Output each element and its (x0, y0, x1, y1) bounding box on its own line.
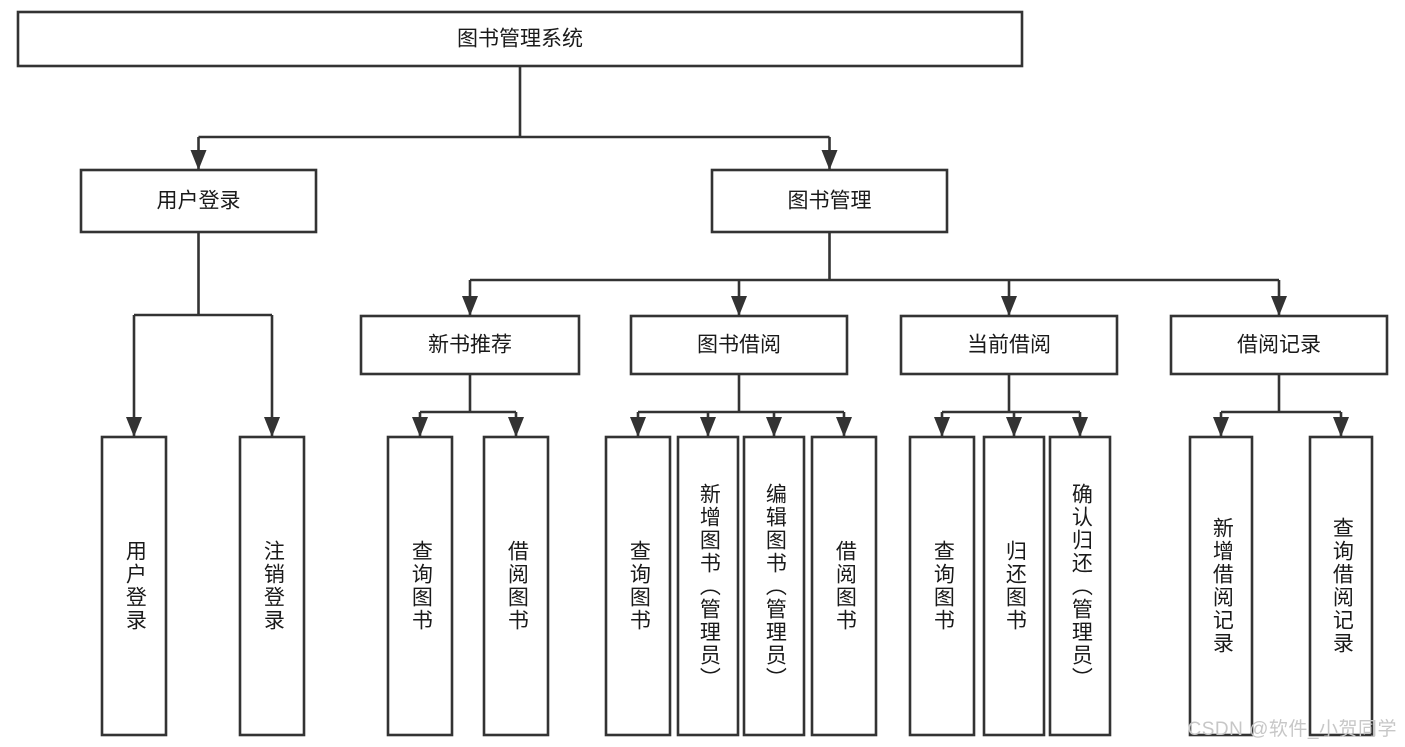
node-label-user-login: 用户登录 (157, 190, 241, 213)
node-box-leaf-user-login[interactable] (100, 435, 168, 737)
node-box-leaf-query-record[interactable] (1308, 435, 1374, 737)
node-box-leaf-return-book[interactable] (982, 435, 1046, 737)
node-label-new-book-recommend: 新书推荐 (428, 334, 512, 357)
node-box-current-borrow[interactable] (899, 314, 1119, 376)
node-box-root[interactable] (16, 10, 1024, 68)
node-box-leaf-query-book-3[interactable] (908, 435, 976, 737)
node-box-leaf-borrow-book-1[interactable] (482, 435, 550, 737)
arrow-head (731, 296, 747, 316)
arrow-head (190, 150, 207, 170)
node-box-leaf-add-record[interactable] (1188, 435, 1254, 737)
node-box-book-manage[interactable] (710, 168, 949, 234)
node-box-book-borrow[interactable] (629, 314, 849, 376)
arrow-head (700, 417, 716, 437)
arrow-head (1001, 296, 1017, 316)
node-label-borrow-record: 借阅记录 (1237, 334, 1321, 357)
arrow-head (1271, 296, 1287, 316)
node-box-new-book-recommend[interactable] (359, 314, 581, 376)
arrow-head (821, 150, 838, 170)
node-label-book-borrow: 图书借阅 (697, 334, 781, 357)
arrow-head (630, 417, 646, 437)
connector-layer (126, 66, 1349, 437)
arrow-head (1072, 417, 1088, 437)
node-label-root: 图书管理系统 (457, 28, 583, 51)
arrow-head (264, 417, 280, 437)
node-box-leaf-confirm-return[interactable] (1048, 435, 1112, 737)
watermark: CSDN @软件_小贺同学 (1187, 719, 1397, 740)
arrow-head (126, 417, 142, 437)
arrow-head (462, 296, 478, 316)
arrow-head (766, 417, 782, 437)
node-box-leaf-add-book[interactable] (676, 435, 740, 737)
node-box-borrow-record[interactable] (1169, 314, 1389, 376)
arrow-head (1006, 417, 1022, 437)
node-box-leaf-query-book-1[interactable] (386, 435, 454, 737)
arrow-head (836, 417, 852, 437)
node-box-leaf-edit-book[interactable] (742, 435, 806, 737)
node-box-layer (16, 10, 1389, 737)
node-box-leaf-query-book-2[interactable] (604, 435, 672, 737)
node-label-book-manage: 图书管理 (788, 190, 872, 213)
arrow-head (412, 417, 428, 437)
arrow-head (1333, 417, 1349, 437)
arrow-head (934, 417, 950, 437)
node-label-current-borrow: 当前借阅 (967, 334, 1051, 357)
arrow-head (1213, 417, 1229, 437)
node-box-leaf-logout[interactable] (238, 435, 306, 737)
arrow-head (508, 417, 524, 437)
node-box-leaf-borrow-book-2[interactable] (810, 435, 878, 737)
node-box-user-login[interactable] (79, 168, 318, 234)
